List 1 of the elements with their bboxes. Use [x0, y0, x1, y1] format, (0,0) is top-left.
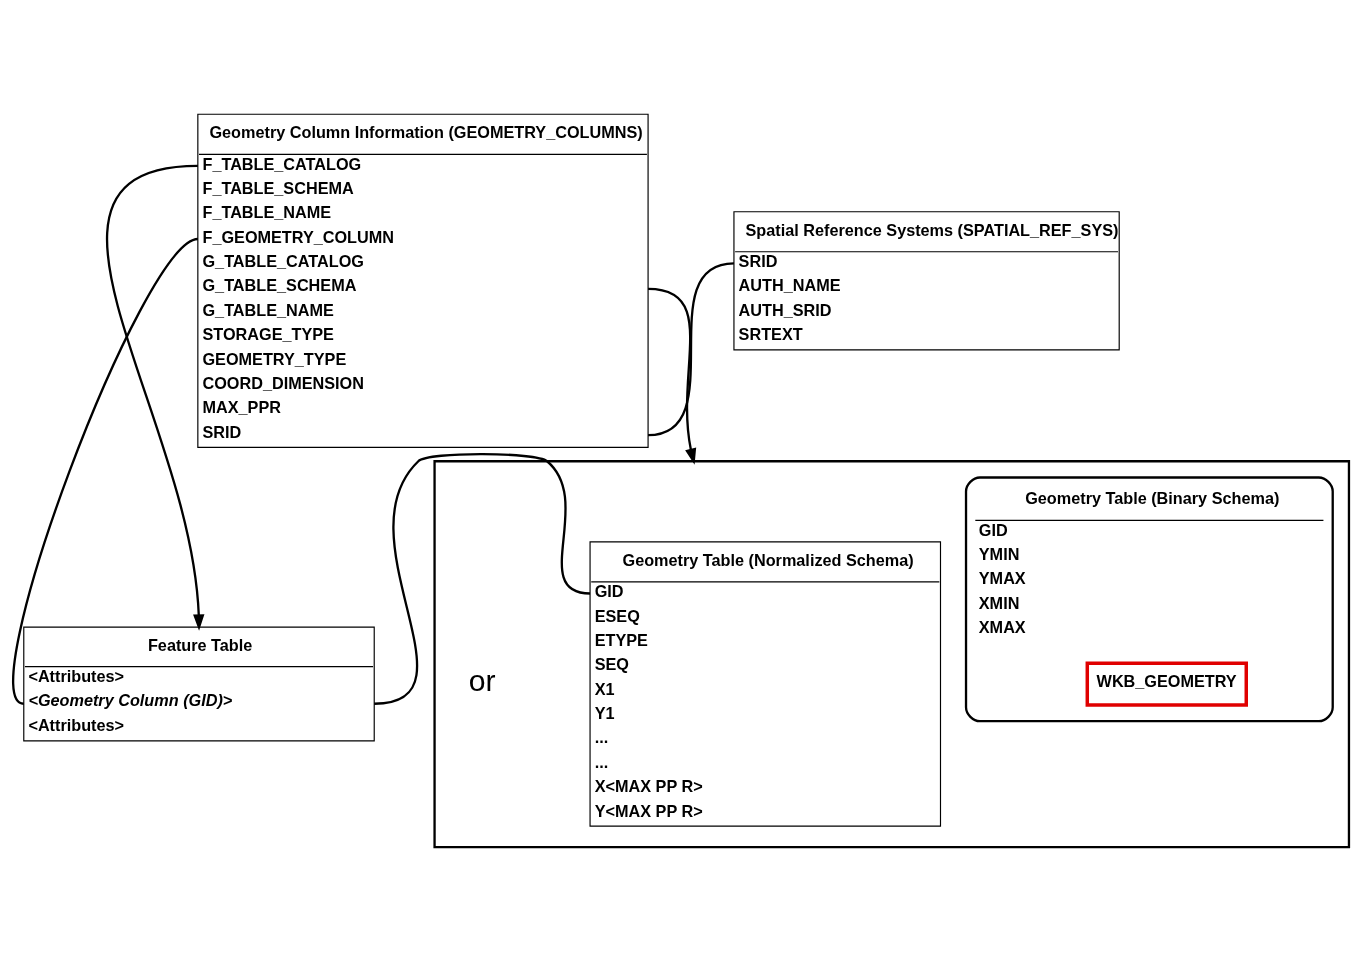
label: or: [468, 663, 496, 697]
